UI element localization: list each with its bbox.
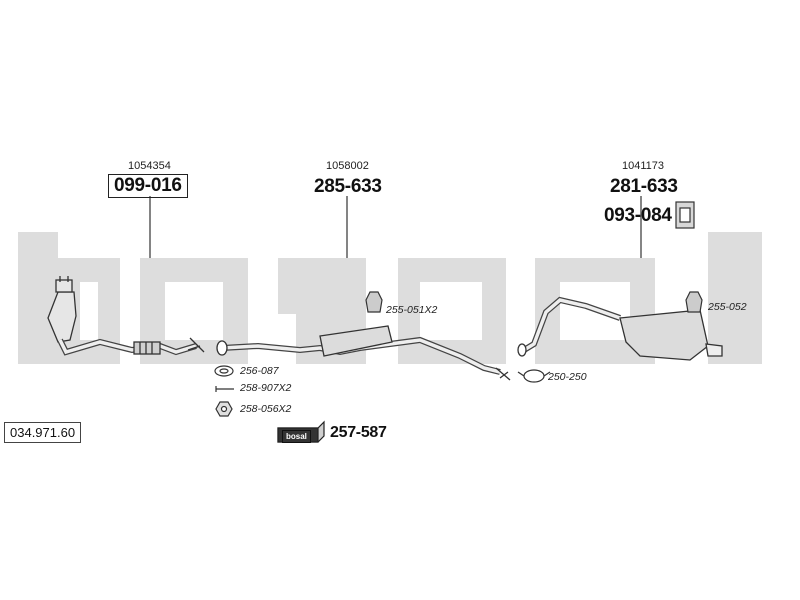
part-number-1[interactable]: 099-016 [108,174,188,198]
hardware-code-255-052[interactable]: 255-052 [708,301,747,313]
hardware-code-255-051[interactable]: 255-051X2 [386,304,438,316]
nut-icon [215,401,233,417]
clamp-icon [517,369,551,383]
kit-part-number[interactable]: 257-587 [330,424,387,441]
hardware-code-250-250[interactable]: 250-250 [548,371,587,383]
leader-lines [149,196,642,258]
kit-brand-label: bosal [282,430,311,443]
catalog-number: 034.971.60 [4,422,82,443]
oe-number-3: 1041173 [622,160,665,172]
gasket-icon [214,365,234,377]
part-number-3[interactable]: 281-633 [610,176,678,197]
bracket-part-number[interactable]: 093-084 [604,205,672,226]
rear-muffler-pipe [517,296,723,361]
rubber-mount-icon [675,201,695,229]
hardware-code-256-087[interactable]: 256-087 [240,365,279,377]
catalytic-converter-pipe [47,276,205,356]
center-silencer-pipe [216,325,511,381]
oe-number-1: 1054354 [128,160,171,172]
oe-number-2: 1058002 [326,160,369,172]
part-number-2[interactable]: 285-633 [314,176,382,197]
hardware-code-258-907[interactable]: 258-907X2 [240,382,292,394]
hanger-icon [365,291,703,313]
bolt-icon [215,386,234,392]
hardware-code-258-056[interactable]: 258-056X2 [240,403,292,415]
